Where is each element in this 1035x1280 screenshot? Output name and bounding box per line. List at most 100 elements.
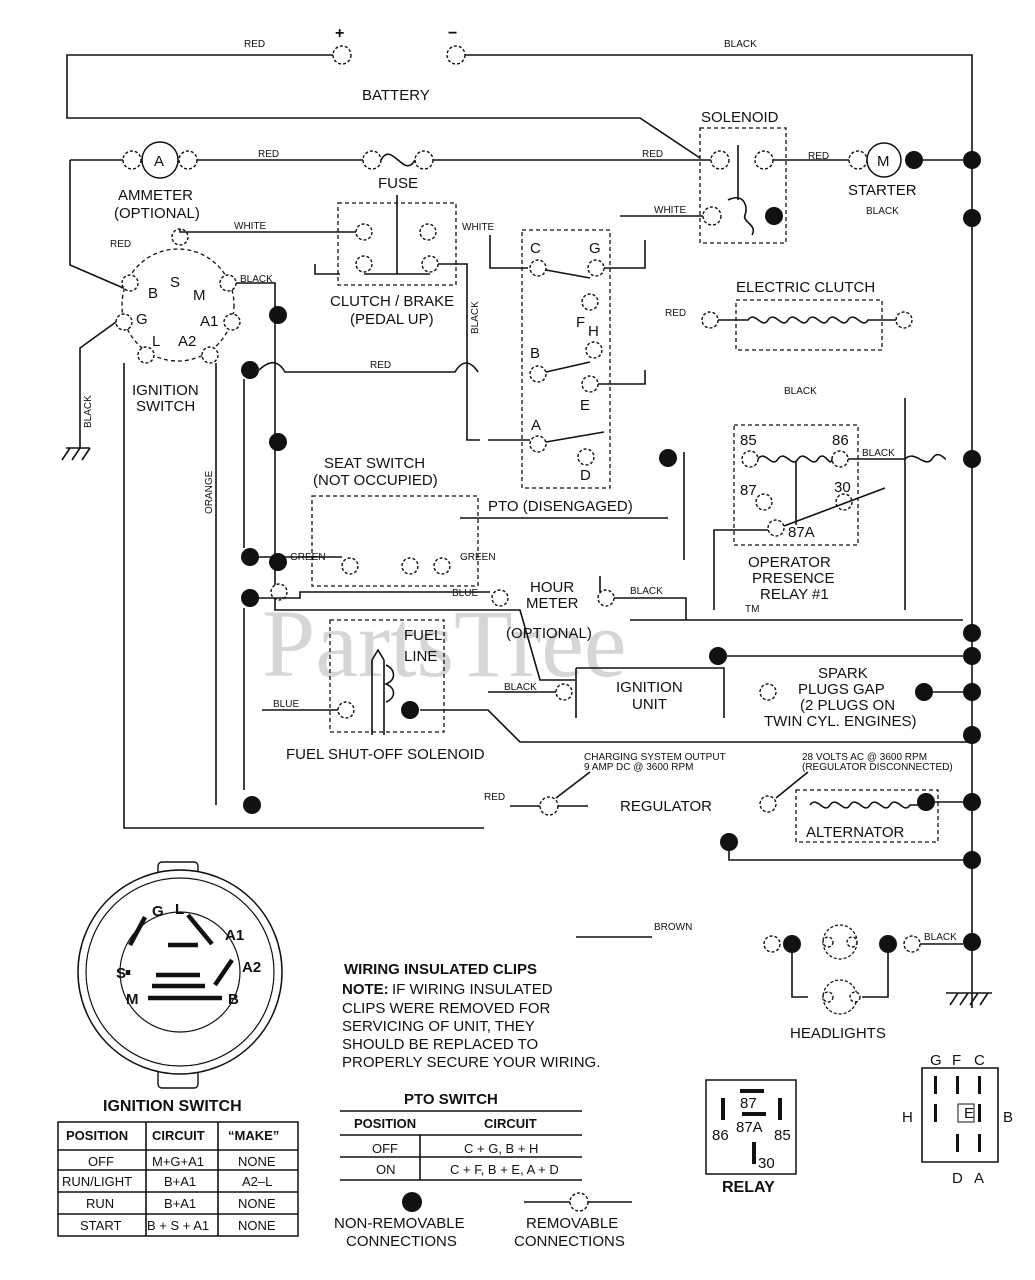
ignition-switch: S B M G A1 L A2 IGNITION SWITCH RED WHIT…	[61, 221, 575, 829]
ammeter-optional: (OPTIONAL)	[114, 205, 200, 222]
pto-h: H	[588, 323, 599, 340]
fuse: FUSE RED	[362, 149, 712, 192]
clips-title: WIRING INSULATED CLIPS	[344, 961, 537, 978]
regulator: CHARGING SYSTEM OUTPUT 9 AMP DC @ 3600 R…	[484, 752, 953, 816]
pto-pin-b: B	[1003, 1109, 1013, 1126]
hour-meter: HOUR METER (OPTIONAL) BLACK	[491, 449, 687, 642]
pto-pin-h: H	[902, 1109, 913, 1126]
pto-pin-c: C	[974, 1052, 985, 1069]
ignition-switch-table: IGNITION SWITCH POSITION CIRCUIT “MAKE” …	[57, 1098, 299, 1237]
wire-red-ign: RED	[110, 239, 131, 250]
battery-label: BATTERY	[362, 87, 430, 104]
ign-pin-m: M	[193, 287, 206, 304]
hour-meter-optional: (OPTIONAL)	[506, 625, 592, 642]
ign-pin-g: G	[136, 311, 148, 328]
alternator-label: ALTERNATOR	[806, 824, 905, 841]
relay-pin-87a: 87A	[788, 524, 815, 541]
ign-pin-a2: A2	[178, 333, 196, 350]
alternator: ALTERNATOR	[720, 789, 963, 861]
ignition-switch-label-1: IGNITION	[132, 382, 199, 399]
pto-f: F	[576, 314, 585, 331]
wire-black-ign-unit: BLACK	[504, 682, 537, 693]
pto-pin-f: F	[952, 1052, 961, 1069]
wire-black-ign: BLACK	[240, 274, 273, 285]
legend-removable-1: REMOVABLE	[526, 1215, 618, 1232]
face-b: B	[228, 991, 239, 1008]
starter-label: STARTER	[848, 182, 917, 199]
ign-table-h1: CIRCUIT	[152, 1128, 205, 1143]
ign-table-h0: POSITION	[66, 1128, 128, 1143]
face-s: S	[116, 965, 126, 982]
wire-black-head: BLACK	[924, 932, 957, 943]
watermark: PartsTree	[262, 590, 626, 697]
wire-blue-seat: BLUE	[452, 588, 478, 599]
headlights-label: HEADLIGHTS	[790, 1025, 886, 1042]
pto-pin-g: G	[930, 1052, 942, 1069]
pto-a: A	[531, 417, 541, 434]
wire-black-vertical: BLACK	[470, 301, 481, 334]
relay-box-30: 30	[758, 1155, 775, 1172]
wire-black-left: BLACK	[83, 395, 94, 428]
solenoid-label: SOLENOID	[701, 109, 779, 126]
clips-note-label: NOTE:	[342, 981, 389, 998]
spark-label-2: PLUGS GAP	[798, 681, 885, 698]
relay-pin-86: 86	[832, 432, 849, 449]
legend: NON-REMOVABLE CONNECTIONS REMOVABLE CONN…	[334, 1192, 632, 1250]
ign-row1-c1: B+A1	[164, 1174, 196, 1189]
seat-switch-label: SEAT SWITCH	[324, 455, 425, 472]
pto-pin-diagram: G F C H E B D A	[902, 1052, 1013, 1187]
face-g: G	[152, 903, 164, 920]
starter: M STARTER BLACK	[848, 142, 972, 217]
charge-label-1: CHARGING SYSTEM OUTPUT	[584, 752, 726, 763]
ignition-unit: BLACK IGNITION UNIT	[488, 619, 963, 718]
face-m: M	[126, 991, 139, 1008]
ign-pin-s: S	[170, 274, 180, 291]
ignition-unit-label-1: IGNITION	[616, 679, 683, 696]
pto-switch-table: PTO SWITCH POSITION CIRCUIT OFF C + G, B…	[340, 1091, 582, 1181]
fuse-label: FUSE	[378, 175, 418, 192]
spark-label-1: SPARK	[818, 665, 868, 682]
spark-label-4: TWIN CYL. ENGINES)	[764, 713, 917, 730]
clips-line-4: SHOULD BE REPLACED TO	[342, 1036, 538, 1053]
ignition-unit-label-2: UNIT	[632, 696, 667, 713]
seat-switch-occupied: (NOT OCCUPIED)	[313, 472, 438, 489]
fuel-line-label-2: LINE	[404, 648, 437, 665]
pto-pin-d: D	[952, 1170, 963, 1187]
face-a1: A1	[225, 927, 244, 944]
relay-box-87: 87	[740, 1095, 757, 1112]
starter-letter: M	[877, 153, 890, 170]
pto-pin-a: A	[974, 1170, 984, 1187]
ign-pin-b: B	[148, 285, 158, 302]
wire-green-left: GREEN	[290, 552, 326, 563]
ign-row3-c2: NONE	[238, 1218, 276, 1233]
opr-label-2: PRESENCE	[752, 570, 835, 587]
pto-e: E	[580, 397, 590, 414]
opr-label-1: OPERATOR	[748, 554, 831, 571]
pto-g: G	[589, 240, 601, 257]
ign-pin-a1: A1	[200, 313, 218, 330]
ign-row0-c2: NONE	[238, 1154, 276, 1169]
clips-line-1: IF WIRING INSULATED	[392, 981, 553, 998]
pto-switch: WHITE C G F H B E A D PTO (DISENGAGED)	[460, 222, 668, 519]
pto-row0-c0: OFF	[372, 1141, 398, 1156]
legend-nonremovable-1: NON-REMOVABLE	[334, 1215, 465, 1232]
spark-label-3: (2 PLUGS ON	[800, 697, 895, 714]
pto-row0-c1: C + G, B + H	[464, 1141, 538, 1156]
wire-white-pto: WHITE	[462, 222, 495, 233]
legend-removable-2: CONNECTIONS	[514, 1233, 625, 1250]
wire-black-ec: BLACK	[784, 386, 817, 397]
relay-pin-30: 30	[834, 479, 851, 496]
pto-row1-c0: ON	[376, 1162, 396, 1177]
ammeter: A AMMETER (OPTIONAL) RED	[69, 141, 372, 291]
operator-presence-relay: 85 86 BLACK 87 30 87A OPERATOR PRESENCE …	[713, 398, 947, 610]
ammeter-label: AMMETER	[118, 187, 193, 204]
ign-row0-c1: M+G+A1	[152, 1154, 204, 1169]
battery-plus: +	[335, 25, 344, 42]
clutch-brake-switch: CLUTCH / BRAKE (PEDAL UP) BLACK	[314, 195, 481, 441]
wire-red-starter: RED	[808, 151, 829, 162]
wire-black-top: BLACK	[724, 39, 757, 50]
wire-green-right: GREEN	[460, 552, 496, 563]
wire-red-top: RED	[244, 39, 265, 50]
